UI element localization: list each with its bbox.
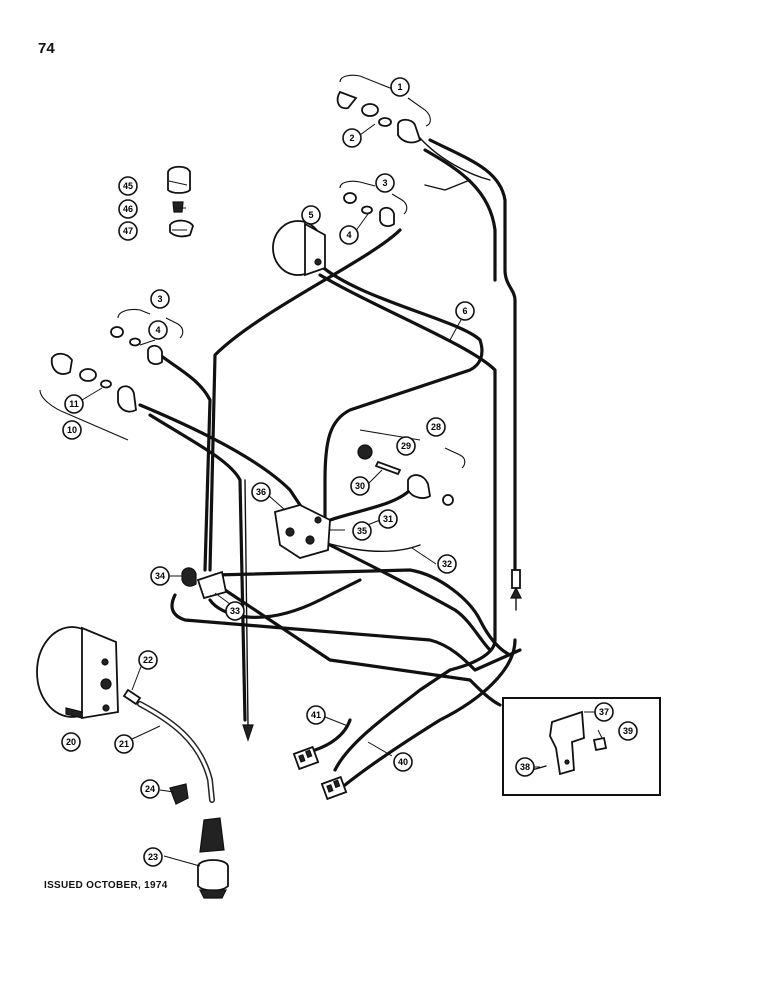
lamp-socket-icon: [110, 326, 163, 365]
svg-text:4: 4: [155, 325, 160, 335]
callout-47: 47: [118, 221, 138, 241]
callout-31: 31: [378, 509, 398, 529]
svg-text:10: 10: [67, 425, 77, 435]
svg-text:31: 31: [383, 514, 393, 524]
svg-text:21: 21: [119, 739, 129, 749]
tachometer-icon: [36, 626, 119, 720]
svg-text:30: 30: [355, 481, 365, 491]
svg-text:39: 39: [623, 726, 633, 736]
callout-3: 3: [375, 173, 395, 193]
fitting-icon: [167, 165, 194, 238]
switch-icon: [273, 504, 331, 559]
svg-text:41: 41: [311, 710, 321, 720]
callout-29: 29: [396, 436, 416, 456]
callout-36: 36: [251, 482, 271, 502]
callout-45: 45: [118, 176, 138, 196]
svg-text:5: 5: [308, 210, 313, 220]
svg-text:11: 11: [69, 399, 79, 409]
callout-38: 38: [515, 757, 535, 777]
callout-37: 37: [594, 702, 614, 722]
svg-text:22: 22: [143, 655, 153, 665]
arrow-icon: [242, 569, 522, 742]
switch-icon: [357, 444, 454, 506]
bracket-icon: [531, 710, 608, 776]
callout-32: 32: [437, 554, 457, 574]
callout-22: 22: [138, 650, 158, 670]
callout-3b: 3: [150, 289, 170, 309]
callout-21: 21: [114, 734, 134, 754]
callout-24: 24: [140, 779, 160, 799]
callout-6: 6: [455, 301, 475, 321]
leader-lines: [81, 123, 603, 867]
callout-39: 39: [618, 721, 638, 741]
connector-icon: [292, 745, 348, 801]
callout-2: 2: [342, 128, 362, 148]
svg-text:3: 3: [157, 294, 162, 304]
callout-35: 35: [352, 521, 372, 541]
svg-text:6: 6: [462, 306, 467, 316]
svg-text:2: 2: [349, 133, 354, 143]
svg-text:35: 35: [357, 526, 367, 536]
svg-text:28: 28: [431, 422, 441, 432]
callout-23: 23: [143, 847, 163, 867]
cable-icon: [122, 688, 215, 803]
gauge-icon: [272, 220, 326, 277]
connector-icon: [181, 567, 228, 600]
callout-20: 20: [61, 732, 81, 752]
page-number: 74: [38, 40, 55, 57]
callout-30: 30: [350, 476, 370, 496]
svg-text:37: 37: [599, 707, 609, 717]
lamp-socket-icon: [336, 90, 422, 144]
harness-wires: [138, 137, 522, 787]
issue-date: ISSUED OCTOBER, 1974: [44, 880, 168, 891]
svg-text:46: 46: [123, 204, 133, 214]
svg-text:23: 23: [148, 852, 158, 862]
callout-10: 10: [62, 420, 82, 440]
svg-text:3: 3: [382, 178, 387, 188]
svg-text:47: 47: [123, 226, 133, 236]
svg-text:45: 45: [123, 181, 133, 191]
callout-4: 4: [339, 225, 359, 245]
callout-33: 33: [225, 601, 245, 621]
svg-text:4: 4: [346, 230, 351, 240]
callout-34: 34: [150, 566, 170, 586]
callout-41: 41: [306, 705, 326, 725]
svg-text:36: 36: [256, 487, 266, 497]
svg-text:32: 32: [442, 559, 452, 569]
svg-text:20: 20: [66, 737, 76, 747]
callout-40: 40: [393, 752, 413, 772]
callout-46: 46: [118, 199, 138, 219]
callout-11: 11: [64, 394, 84, 414]
callout-1: 1: [390, 77, 410, 97]
bulb-icon: [343, 192, 395, 227]
callout-4b: 4: [148, 320, 168, 340]
drive-icon: [197, 817, 229, 899]
inset-box: [502, 697, 661, 796]
callout-5: 5: [301, 205, 321, 225]
svg-text:34: 34: [155, 571, 165, 581]
svg-text:1: 1: [397, 82, 402, 92]
lamp-socket-icon: [50, 352, 137, 413]
callout-28: 28: [426, 417, 446, 437]
svg-text:29: 29: [401, 441, 411, 451]
svg-text:38: 38: [520, 762, 530, 772]
svg-text:33: 33: [230, 606, 240, 616]
svg-text:24: 24: [145, 784, 155, 794]
svg-text:40: 40: [398, 757, 408, 767]
fitting-icon: [169, 783, 189, 805]
